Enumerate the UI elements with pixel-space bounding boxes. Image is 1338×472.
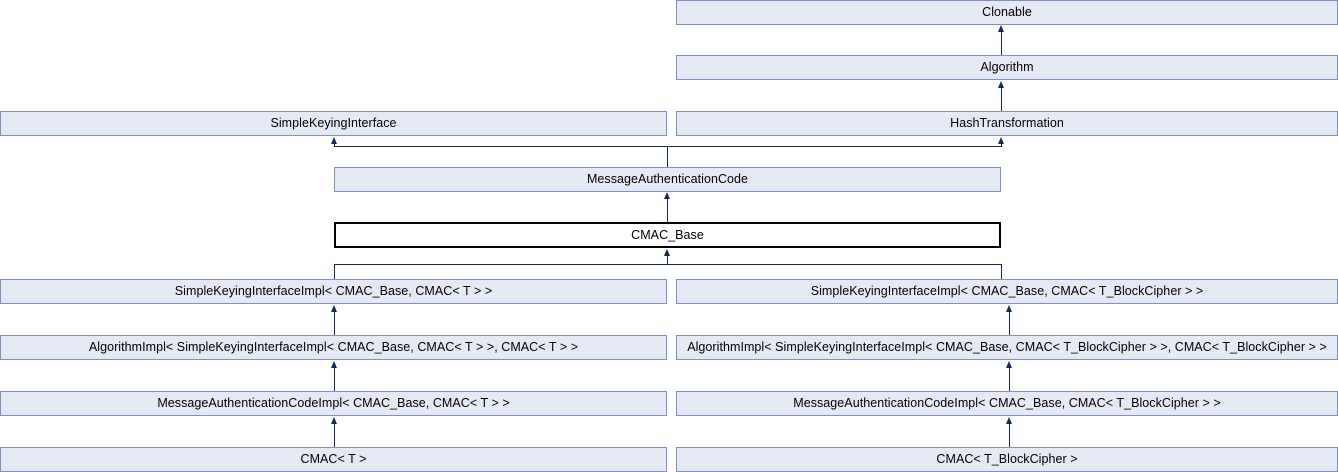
edge-ski-impl-t-to-cmacbase [334, 264, 335, 279]
class-node-label: SimpleKeyingInterface [270, 116, 397, 131]
edge-cmacbase-to-mac [667, 199, 668, 222]
class-node-label: CMAC< T > [300, 452, 367, 467]
class-node-algorithm[interactable]: Algorithm [676, 55, 1338, 80]
class-node-label: SimpleKeyingInterfaceImpl< CMAC_Base, CM… [174, 284, 493, 299]
edge-cmac-bc-to-macimpl-bc [1009, 424, 1010, 447]
class-node-clonable[interactable]: Clonable [676, 0, 1338, 25]
edge-hashtransformation-to-algorithm [1001, 88, 1002, 111]
class-node-label: Clonable [982, 5, 1032, 20]
arrowhead-mac-to-simplekeyinginterface [330, 137, 337, 144]
edge-cmacbase-children-stem [667, 256, 668, 265]
class-node-label: Algorithm [980, 60, 1034, 75]
class-node-mac-impl-t[interactable]: MessageAuthenticationCodeImpl< CMAC_Base… [0, 391, 667, 416]
class-node-label: AlgorithmImpl< SimpleKeyingInterfaceImpl… [687, 340, 1327, 355]
arrowhead-macimpl-t-to-algoimpl-t [330, 361, 337, 368]
class-node-cmac-blockcipher[interactable]: CMAC< T_BlockCipher > [676, 447, 1338, 472]
class-node-label: CMAC< T_BlockCipher > [936, 452, 1078, 467]
arrowhead-hashtransformation-to-algorithm [997, 81, 1004, 88]
arrowhead-macimpl-bc-to-algoimpl-bc [1005, 361, 1012, 368]
edge-mac-bracket-horizontal [334, 146, 1002, 147]
class-node-label: MessageAuthenticationCodeImpl< CMAC_Base… [157, 396, 510, 411]
class-node-algorithm-impl-blockcipher[interactable]: AlgorithmImpl< SimpleKeyingInterfaceImpl… [676, 335, 1338, 360]
edge-mac-to-simplekeyinginterface [334, 144, 335, 147]
edge-macimpl-t-to-algoimpl-t [334, 368, 335, 391]
arrowhead-algoimpl-t-to-skiimpl-t [330, 305, 337, 312]
class-node-message-authentication-code[interactable]: MessageAuthenticationCode [334, 167, 1001, 192]
edge-cmac-t-to-macimpl-t [334, 424, 335, 447]
edge-cmacbase-children-horizontal [334, 264, 1002, 265]
edge-ski-impl-blockcipher-to-cmacbase [1001, 264, 1002, 279]
class-node-label: SimpleKeyingInterfaceImpl< CMAC_Base, CM… [810, 284, 1204, 299]
edge-mac-to-hashtransformation [1001, 144, 1002, 147]
class-node-label: CMAC_Base [631, 227, 704, 242]
arrowhead-cmacbase-to-mac [663, 192, 670, 199]
arrowhead-cmac-t-to-macimpl-t [330, 417, 337, 424]
class-node-label: MessageAuthenticationCodeImpl< CMAC_Base… [793, 396, 1221, 411]
edge-mac-bracket-stem [667, 146, 668, 167]
edge-algoimpl-t-to-skiimpl-t [334, 312, 335, 335]
class-node-label: HashTransformation [950, 116, 1064, 131]
class-node-cmac-t[interactable]: CMAC< T > [0, 447, 667, 472]
class-node-cmac-base[interactable]: CMAC_Base [334, 222, 1001, 248]
class-node-label: MessageAuthenticationCode [586, 172, 749, 187]
class-node-mac-impl-blockcipher[interactable]: MessageAuthenticationCodeImpl< CMAC_Base… [676, 391, 1338, 416]
arrowhead-algorithm-to-clonable [997, 25, 1004, 32]
class-node-hash-transformation[interactable]: HashTransformation [676, 111, 1338, 136]
edge-algoimpl-bc-to-skiimpl-bc [1009, 312, 1010, 335]
edge-algorithm-to-clonable [1001, 32, 1002, 55]
class-node-label: AlgorithmImpl< SimpleKeyingInterfaceImpl… [88, 340, 579, 355]
arrowhead-mac-to-hashtransformation [997, 137, 1004, 144]
class-node-simple-keying-interface[interactable]: SimpleKeyingInterface [0, 111, 667, 136]
arrowhead-cmac-bc-to-macimpl-bc [1005, 417, 1012, 424]
class-node-simple-keying-interface-impl-t[interactable]: SimpleKeyingInterfaceImpl< CMAC_Base, CM… [0, 279, 667, 304]
arrowhead-children-to-cmacbase [663, 249, 670, 256]
class-node-simple-keying-interface-impl-blockcipher[interactable]: SimpleKeyingInterfaceImpl< CMAC_Base, CM… [676, 279, 1338, 304]
class-node-algorithm-impl-t[interactable]: AlgorithmImpl< SimpleKeyingInterfaceImpl… [0, 335, 667, 360]
edge-macimpl-bc-to-algoimpl-bc [1009, 368, 1010, 391]
arrowhead-algoimpl-bc-to-skiimpl-bc [1005, 305, 1012, 312]
